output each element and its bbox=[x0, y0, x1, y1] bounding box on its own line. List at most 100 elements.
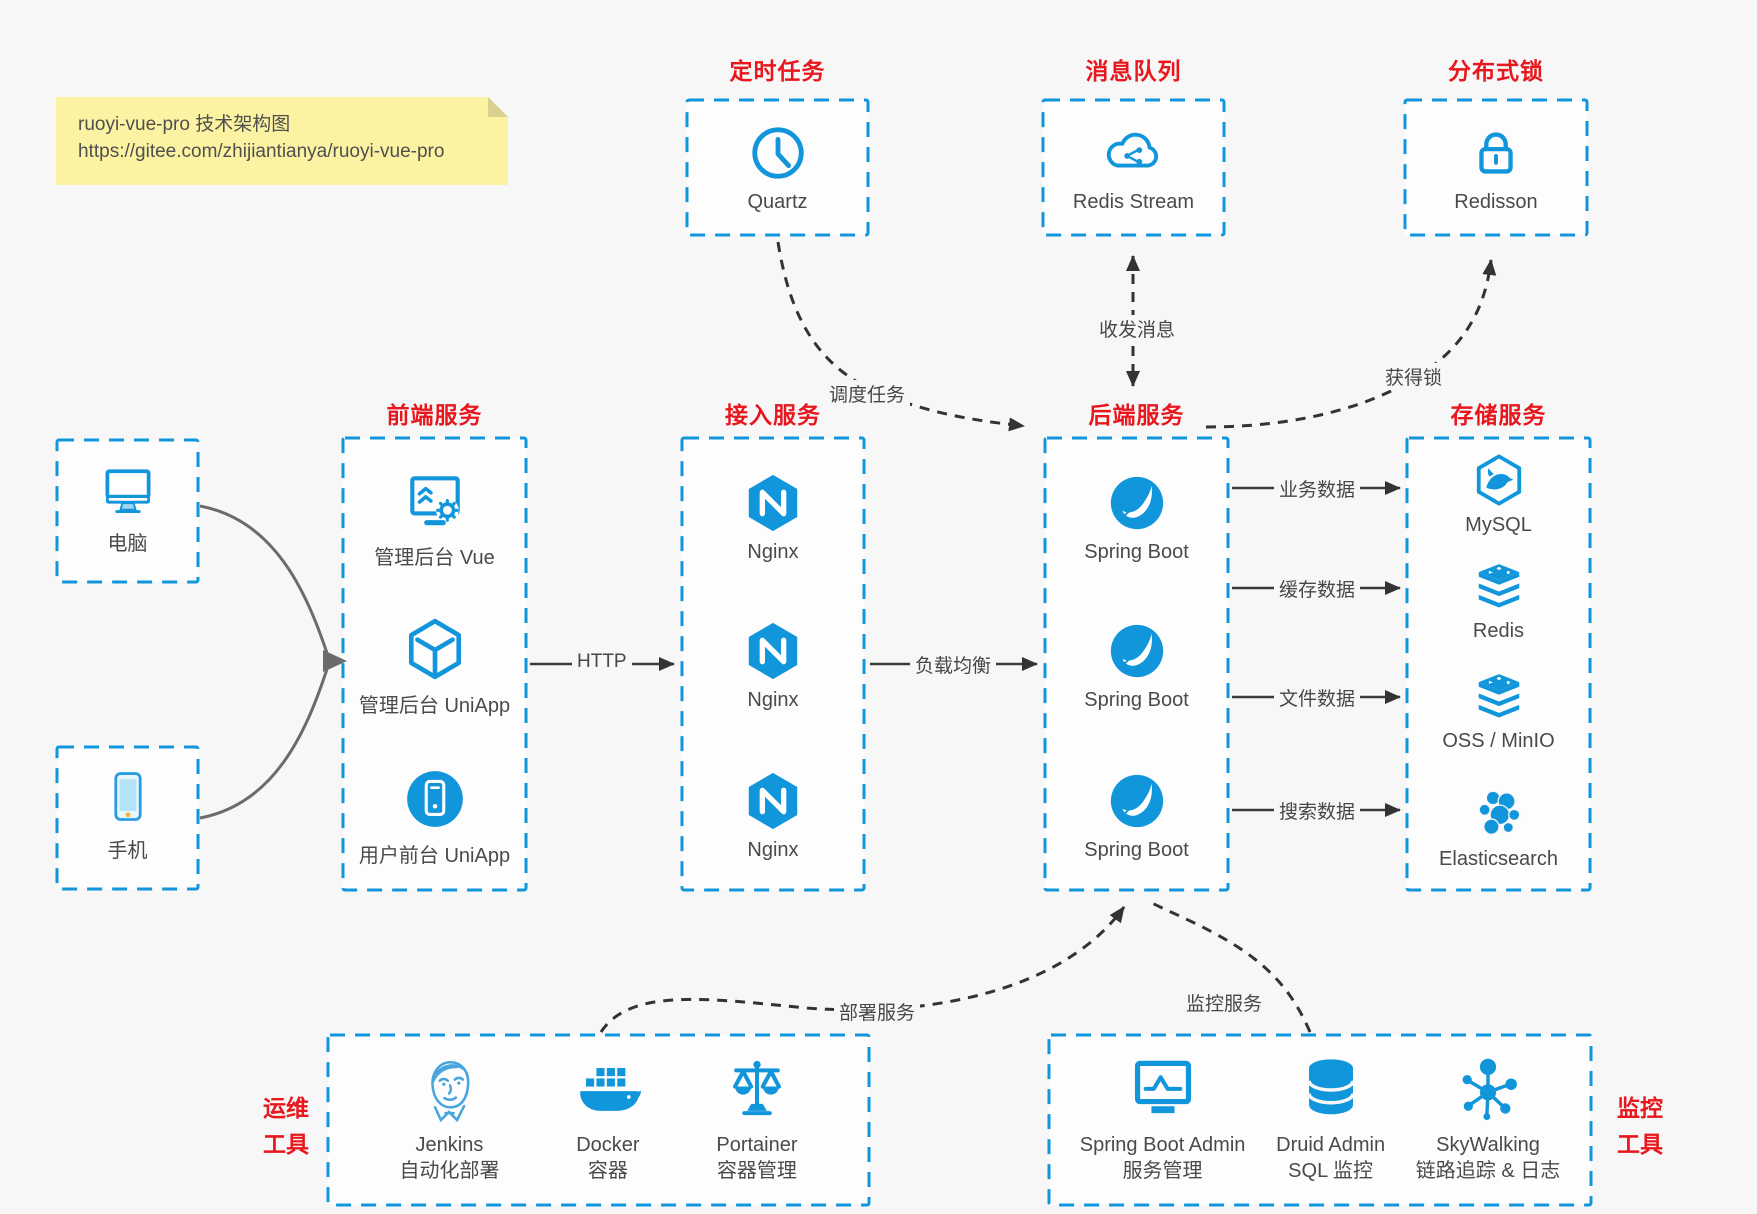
druid-node: Druid Admin SQL 监控 bbox=[1276, 1053, 1385, 1184]
clock-icon bbox=[751, 127, 804, 179]
edge-label-cache-data: 缓存数据 bbox=[1274, 575, 1361, 602]
title-distributed-lock: 分布式锁 bbox=[1448, 58, 1544, 84]
spring-boot-label: Spring Boot bbox=[1084, 839, 1189, 861]
quartz-label: Quartz bbox=[747, 191, 808, 213]
elasticsearch-icon bbox=[1478, 790, 1520, 835]
portainer-name: Portainer bbox=[716, 1134, 798, 1156]
spring-boot-icon bbox=[1110, 774, 1163, 828]
mysql-label: MySQL bbox=[1465, 514, 1532, 536]
elasticsearch-node: Elasticsearch bbox=[1407, 787, 1590, 871]
edge-label-biz-data: 业务数据 bbox=[1274, 475, 1361, 502]
portainer-node: Portainer 容器管理 bbox=[716, 1053, 798, 1184]
uniapp-user-node: 用户前台 UniApp bbox=[343, 766, 526, 868]
title-ops-tools: 运维 工具 bbox=[244, 1090, 328, 1162]
pc-client-node: 电脑 bbox=[57, 460, 198, 556]
edge-label-deploy: 部署服务 bbox=[834, 998, 921, 1025]
ops-tools-line1: 运维 bbox=[263, 1095, 309, 1121]
mobile-client-node: 手机 bbox=[57, 767, 198, 863]
oss-stack-icon bbox=[1478, 674, 1519, 718]
edge-label-message: 收发消息 bbox=[1094, 315, 1181, 342]
nginx-label: Nginx bbox=[747, 839, 799, 861]
spring-boot-admin-node: Spring Boot Admin 服务管理 bbox=[1080, 1053, 1246, 1184]
uniapp-user-label: 用户前台 UniApp bbox=[358, 845, 511, 867]
uniapp-admin-label: 管理后台 UniApp bbox=[358, 695, 511, 717]
oss-minio-label: OSS / MinIO bbox=[1442, 730, 1555, 752]
skywalking-label: SkyWalking 链路追踪 & 日志 bbox=[1416, 1132, 1560, 1184]
title-scheduled-tasks: 定时任务 bbox=[729, 58, 826, 84]
elasticsearch-label: Elasticsearch bbox=[1439, 848, 1558, 870]
oss-minio-node: OSS / MinIO bbox=[1407, 669, 1590, 753]
monitor-tools-line2: 工具 bbox=[1617, 1131, 1663, 1157]
quartz-node: Quartz bbox=[687, 122, 868, 214]
redisson-box: Redisson bbox=[1405, 100, 1587, 235]
spring-boot-admin-label: Spring Boot Admin 服务管理 bbox=[1080, 1132, 1246, 1184]
ops-tools-box: Jenkins 自动化部署 Docker 容器 bbox=[328, 1035, 869, 1205]
access-services-box: Nginx Nginx Nginx bbox=[682, 438, 864, 890]
edge-label-acquire-lock: 获得锁 bbox=[1380, 363, 1448, 390]
redis-node: Redis bbox=[1407, 559, 1590, 643]
edge-label-search-data: 搜索数据 bbox=[1274, 797, 1361, 824]
redisson-label: Redisson bbox=[1454, 191, 1538, 213]
edge-label-http: HTTP bbox=[572, 651, 632, 673]
title-message-queue: 消息队列 bbox=[1085, 58, 1182, 84]
ops-tools-line2: 工具 bbox=[263, 1131, 309, 1157]
jenkins-node: Jenkins 自动化部署 bbox=[399, 1053, 499, 1184]
nginx-node-2: Nginx bbox=[682, 620, 864, 712]
redisson-node: Redisson bbox=[1405, 122, 1587, 214]
jenkins-name: Jenkins bbox=[415, 1134, 484, 1156]
quartz-box: Quartz bbox=[687, 100, 868, 235]
vue-admin-label: 管理后台 Vue bbox=[374, 547, 495, 569]
edge-label-file-data: 文件数据 bbox=[1274, 684, 1361, 711]
mysql-icon bbox=[1476, 454, 1521, 506]
vue-admin-node: 管理后台 Vue bbox=[343, 468, 526, 570]
portainer-icon bbox=[732, 1060, 781, 1116]
lock-icon bbox=[1479, 132, 1513, 174]
pc-client-box: 电脑 bbox=[57, 440, 198, 582]
portainer-label: Portainer 容器管理 bbox=[716, 1132, 797, 1184]
pc-client-label: 电脑 bbox=[107, 533, 148, 555]
uniapp-user-icon bbox=[406, 771, 463, 827]
title-storage-services: 存储服务 bbox=[1450, 402, 1547, 428]
ops-tools-row: Jenkins 自动化部署 Docker 容器 bbox=[328, 1035, 869, 1205]
title-frontend-services: 前端服务 bbox=[386, 402, 483, 428]
skywalking-node: SkyWalking 链路追踪 & 日志 bbox=[1416, 1053, 1560, 1184]
nginx-node-1: Nginx bbox=[682, 472, 864, 564]
docker-desc: 容器 bbox=[587, 1160, 628, 1182]
note-url: https://gitee.com/zhijiantianya/ruoyi-vu… bbox=[78, 141, 445, 162]
monitor-tools-row: Spring Boot Admin 服务管理 Druid Admin SQL 监… bbox=[1049, 1035, 1591, 1205]
spring-boot-admin-desc: 服务管理 bbox=[1122, 1160, 1203, 1182]
edge-label-load-balance: 负载均衡 bbox=[910, 651, 997, 678]
nginx-node-3: Nginx bbox=[682, 770, 864, 862]
spring-boot-node-1: Spring Boot bbox=[1045, 472, 1228, 564]
mobile-client-label: 手机 bbox=[107, 840, 148, 862]
docker-label: Docker 容器 bbox=[576, 1132, 639, 1184]
docker-name: Docker bbox=[576, 1134, 640, 1156]
spring-boot-label: Spring Boot bbox=[1084, 541, 1189, 563]
vue-admin-icon bbox=[409, 476, 460, 526]
uniapp-admin-node: 管理后台 UniApp bbox=[343, 616, 526, 718]
jenkins-desc: 自动化部署 bbox=[399, 1160, 500, 1182]
druid-label: Druid Admin SQL 监控 bbox=[1276, 1132, 1385, 1184]
redis-label: Redis bbox=[1472, 620, 1525, 642]
spring-boot-icon bbox=[1110, 624, 1163, 678]
spring-boot-icon bbox=[1110, 476, 1163, 530]
redis-stream-node: Redis Stream bbox=[1043, 122, 1224, 214]
spring-boot-label: Spring Boot bbox=[1084, 689, 1189, 711]
frontend-services-box: 管理后台 Vue 管理后台 UniApp 用户前台 UniApp bbox=[343, 438, 526, 890]
docker-node: Docker 容器 bbox=[571, 1053, 645, 1184]
uniapp-cube-icon bbox=[408, 618, 461, 680]
title-backend-services: 后端服务 bbox=[1088, 402, 1185, 428]
nginx-icon bbox=[748, 474, 798, 532]
nginx-icon bbox=[748, 772, 798, 830]
skywalking-icon bbox=[1462, 1058, 1517, 1121]
nginx-label: Nginx bbox=[747, 689, 799, 711]
redis-stack-icon bbox=[1478, 564, 1519, 608]
mobile-client-box: 手机 bbox=[57, 747, 198, 889]
backend-services-box: Spring Boot Spring Boot Spring Boot bbox=[1045, 438, 1228, 890]
skywalking-desc: 链路追踪 & 日志 bbox=[1415, 1160, 1561, 1182]
nginx-icon bbox=[748, 622, 798, 680]
spring-boot-admin-name: Spring Boot Admin bbox=[1079, 1134, 1246, 1156]
druid-desc: SQL 监控 bbox=[1288, 1160, 1374, 1182]
monitor-tools-line1: 监控 bbox=[1617, 1095, 1663, 1121]
